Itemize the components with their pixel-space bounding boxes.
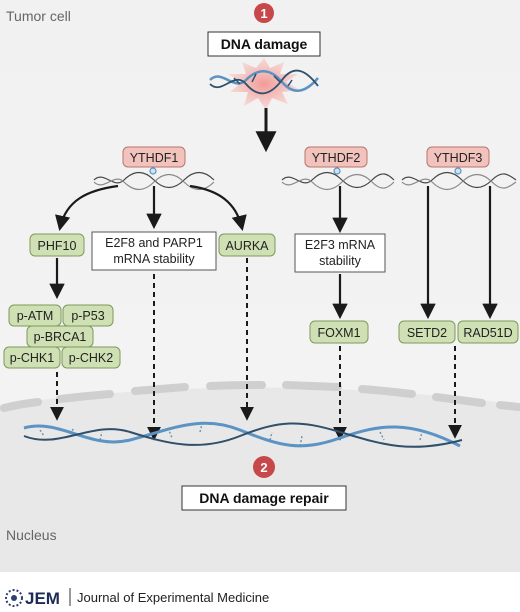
nuclear-membrane — [0, 381, 520, 412]
foxm1-box: FOXM1 — [309, 320, 369, 344]
journal-name: Journal of Experimental Medicine — [77, 590, 269, 605]
svg-text:AURKA: AURKA — [225, 239, 269, 253]
svg-text:SETD2: SETD2 — [407, 326, 447, 340]
svg-text:E2F3 mRNA: E2F3 mRNA — [305, 238, 376, 252]
svg-text:E2F8 and PARP1: E2F8 and PARP1 — [105, 236, 203, 250]
svg-text:RAD51D: RAD51D — [463, 326, 512, 340]
e2f8-parp1-box: E2F8 and PARP1 mRNA stability — [91, 231, 217, 271]
svg-text:PHF10: PHF10 — [38, 239, 77, 253]
dna-damage-repair-box: DNA damage repair — [181, 485, 347, 511]
svg-text:DNA damage: DNA damage — [221, 36, 308, 52]
aurka-box: AURKA — [218, 233, 276, 257]
jem-logo-text: JEM — [25, 589, 60, 608]
p-p53-box: p-P53 — [62, 304, 114, 327]
rad51d-box: RAD51D — [457, 320, 519, 344]
svg-text:stability: stability — [319, 254, 361, 268]
svg-text:p-CHK2: p-CHK2 — [69, 351, 114, 365]
dashed-arrows — [50, 258, 462, 441]
mrna-strand-3 — [401, 167, 517, 191]
svg-text:2: 2 — [260, 460, 267, 475]
nucleus-region — [0, 387, 520, 572]
p-chk2-box: p-CHK2 — [61, 346, 121, 369]
dna-damage-box: DNA damage — [207, 31, 321, 57]
e2f3-box: E2F3 mRNA stability — [294, 233, 386, 273]
footer-bar — [0, 572, 520, 612]
nucleus-label: Nucleus — [6, 527, 57, 543]
ythdf1-to-phf10-arrow — [55, 184, 119, 232]
svg-text:p-ATM: p-ATM — [17, 309, 54, 323]
nuclear-dna-helix — [23, 421, 463, 448]
svg-text:YTHDF1: YTHDF1 — [130, 151, 179, 165]
tumor-cell-label: Tumor cell — [6, 8, 71, 24]
p-chk1-box: p-CHK1 — [3, 346, 61, 369]
svg-text:YTHDF2: YTHDF2 — [312, 151, 361, 165]
jem-logo-icon — [5, 589, 23, 607]
p-brca1-box: p-BRCA1 — [26, 325, 94, 348]
mrna-strand-1 — [93, 167, 215, 191]
step-2-badge: 2 — [253, 456, 275, 478]
ythdf2-box: YTHDF2 — [304, 146, 368, 168]
setd2-box: SETD2 — [398, 320, 456, 344]
phf10-box: PHF10 — [29, 233, 85, 257]
svg-text:1: 1 — [260, 6, 267, 21]
svg-text:p-BRCA1: p-BRCA1 — [34, 330, 87, 344]
ythdf1-box: YTHDF1 — [122, 146, 186, 168]
ythdf1-to-aurka-arrow — [189, 184, 247, 232]
svg-text:FOXM1: FOXM1 — [317, 326, 360, 340]
svg-text:DNA damage repair: DNA damage repair — [199, 490, 329, 506]
svg-text:p-CHK1: p-CHK1 — [10, 351, 55, 365]
svg-text:p-P53: p-P53 — [71, 309, 104, 323]
step-1-badge: 1 — [254, 3, 274, 23]
mrna-strand-2 — [281, 167, 395, 191]
svg-text:YTHDF3: YTHDF3 — [434, 151, 483, 165]
svg-text:mRNA stability: mRNA stability — [113, 252, 195, 266]
ythdf3-box: YTHDF3 — [426, 146, 490, 168]
damaged-dna-icon — [209, 58, 319, 110]
p-atm-box: p-ATM — [8, 304, 62, 327]
